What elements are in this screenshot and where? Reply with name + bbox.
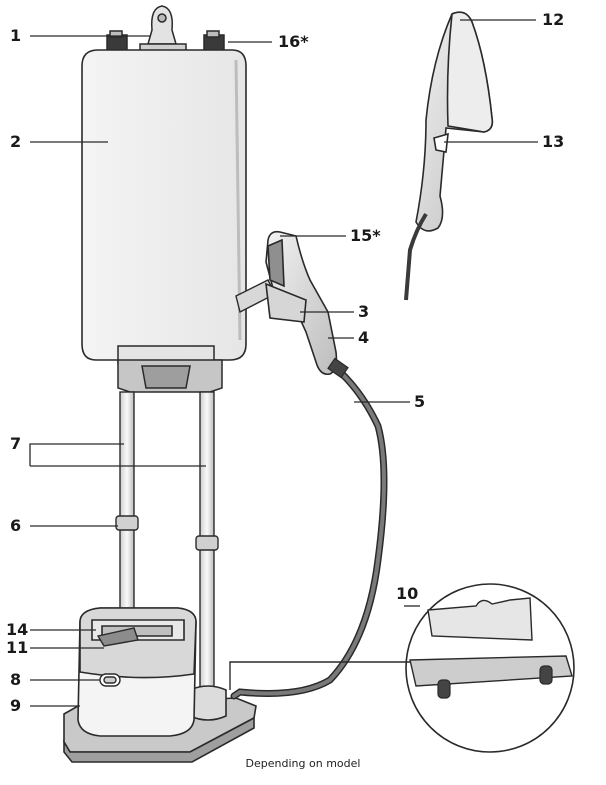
label-12: 12: [542, 10, 565, 29]
hanger-hook: [139, 5, 187, 53]
inset-pointer: [229, 661, 410, 690]
tank-handle: [96, 627, 139, 647]
label-5: 5: [414, 392, 426, 411]
board-edge-shade: [234, 59, 242, 341]
label-14: 14: [6, 620, 29, 639]
ironing-board: [81, 49, 247, 361]
label-1: 1: [10, 26, 22, 45]
caption-note: Depending on model: [245, 757, 361, 770]
label-6: 6: [10, 516, 22, 535]
label-2: 2: [10, 132, 22, 151]
label-7: 7: [10, 434, 22, 453]
pole-clamps: [115, 515, 219, 551]
clip-left: [106, 30, 128, 52]
label-15: 15*: [350, 226, 381, 245]
label-13: 13: [542, 132, 565, 151]
inset-detail: [405, 583, 575, 753]
detached-iron: [404, 11, 494, 301]
label-9: 9: [10, 696, 22, 715]
steam-hose: [230, 366, 388, 700]
label-3: 3: [358, 302, 370, 321]
board-bracket: [117, 345, 223, 393]
hose-connector: [327, 357, 349, 379]
label-10: 10: [396, 584, 419, 603]
steamer-head: [265, 230, 338, 376]
steam-hose-fill: [232, 368, 386, 698]
leader-lines: [29, 19, 538, 707]
label-8: 8: [10, 670, 22, 689]
label-16: 16*: [278, 32, 309, 51]
clip-right: [203, 30, 225, 52]
label-4: 4: [358, 328, 370, 347]
water-tank: [77, 607, 197, 737]
label-11: 11: [6, 638, 29, 657]
power-button: [99, 673, 121, 687]
detached-iron-cord: [404, 212, 428, 301]
